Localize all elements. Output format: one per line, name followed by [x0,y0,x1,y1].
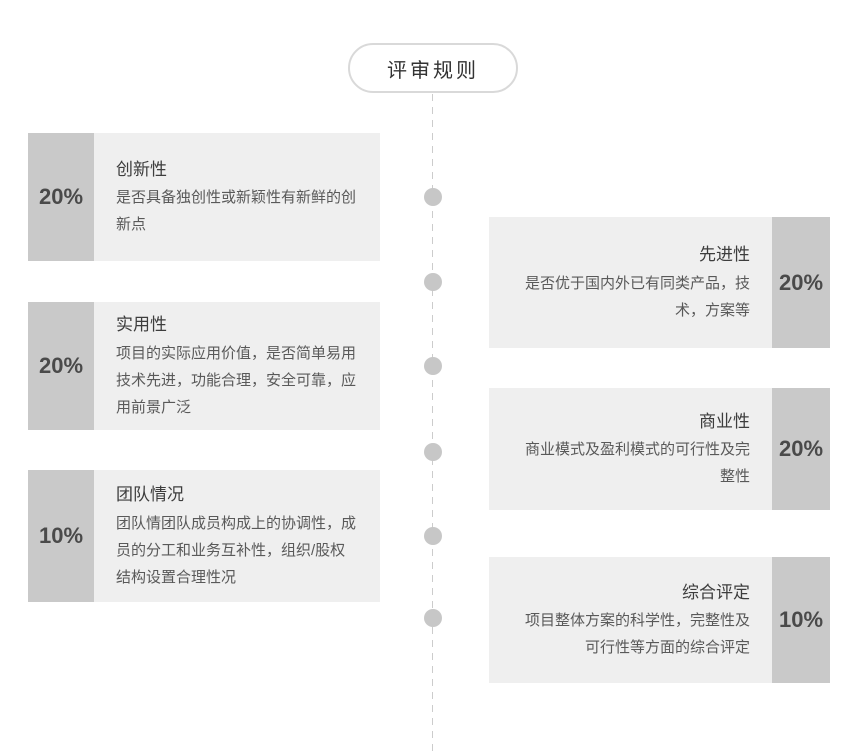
weight-value: 20% [38,184,84,209]
criteria-card-commercial: 商业性 商业模式及盈利模式的可行性及完整性 20% [489,388,830,510]
criteria-title: 团队情况 [116,485,184,505]
timeline-dot-6 [424,609,442,627]
criteria-title: 创新性 [116,159,167,179]
weight-badge: 20% [772,388,830,510]
criteria-description: 团队情团队成员构成上的协调性，成员的分工和业务互补性，组织/股权结构设置合理性况 [116,514,357,586]
diagram-title-pill: 评审规则 [348,43,518,93]
criteria-title: 实用性 [116,315,167,335]
criteria-content: 创新性 是否具备独创性或新颖性有新鲜的创新点 [94,133,380,261]
criteria-card-advancement: 先进性 是否优于国内外已有同类产品，技术，方案等 20% [489,217,830,348]
timeline-dashed-line [432,94,433,752]
criteria-content: 商业性 商业模式及盈利模式的可行性及完整性 [489,388,772,510]
criteria-card-team: 10% 团队情况 团队情团队成员构成上的协调性，成员的分工和业务互补性，组织/股… [28,470,380,602]
weight-value: 10% [778,607,824,632]
criteria-description: 项目的实际应用价值，是否简单易用技术先进，功能合理，安全可靠，应用前景广泛 [116,344,357,416]
weight-badge: 10% [772,557,830,683]
timeline-dot-1 [424,188,442,206]
criteria-content: 团队情况 团队情团队成员构成上的协调性，成员的分工和业务互补性，组织/股权结构设… [94,470,380,602]
timeline-dot-2 [424,273,442,291]
criteria-card-innovation: 20% 创新性 是否具备独创性或新颖性有新鲜的创新点 [28,133,380,261]
weight-badge: 20% [28,133,94,261]
weight-badge: 20% [28,302,94,430]
weight-value: 10% [38,523,84,548]
criteria-content: 综合评定 项目整体方案的科学性，完整性及可行性等方面的综合评定 [489,557,772,683]
diagram-title: 评审规则 [387,59,479,82]
criteria-title: 综合评定 [682,582,750,602]
weight-badge: 10% [28,470,94,602]
criteria-title: 商业性 [699,411,750,431]
timeline-dot-5 [424,527,442,545]
weight-value: 20% [778,269,824,295]
criteria-description: 商业模式及盈利模式的可行性及完整性 [524,441,750,486]
criteria-description: 项目整体方案的科学性，完整性及可行性等方面的综合评定 [524,612,750,657]
timeline-dot-4 [424,443,442,461]
criteria-title: 先进性 [699,245,750,265]
criteria-description: 是否具备独创性或新颖性有新鲜的创新点 [116,189,357,234]
timeline-dot-3 [424,357,442,375]
criteria-content: 先进性 是否优于国内外已有同类产品，技术，方案等 [489,217,772,348]
criteria-description: 是否优于国内外已有同类产品，技术，方案等 [524,274,750,319]
weight-value: 20% [778,436,824,461]
criteria-card-overall: 综合评定 项目整体方案的科学性，完整性及可行性等方面的综合评定 10% [489,557,830,683]
criteria-content: 实用性 项目的实际应用价值，是否简单易用技术先进，功能合理，安全可靠，应用前景广… [94,302,380,430]
weight-value: 20% [38,353,84,378]
criteria-card-practicality: 20% 实用性 项目的实际应用价值，是否简单易用技术先进，功能合理，安全可靠，应… [28,302,380,430]
weight-badge: 20% [772,217,830,348]
